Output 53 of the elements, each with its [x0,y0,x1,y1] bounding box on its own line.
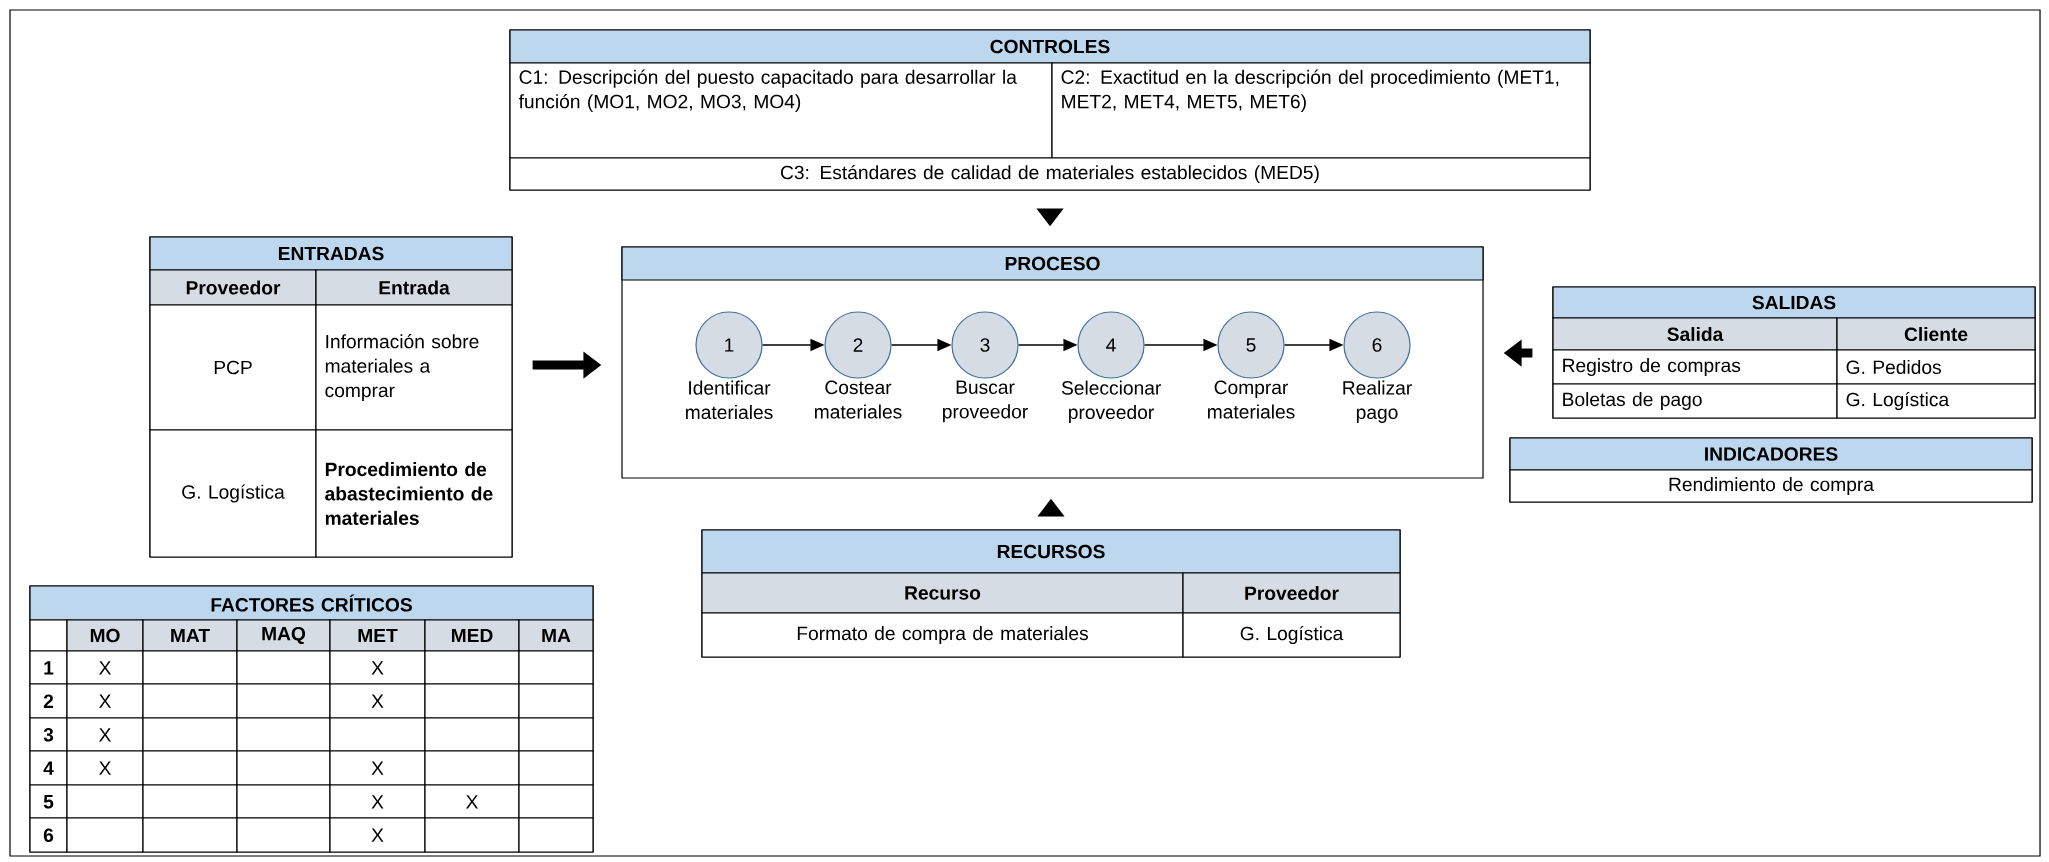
table-cell: X [424,784,520,819]
table-cell: RECURSOS [701,529,1401,574]
table-cell: 6 [29,817,68,853]
step-label: Seleccionar proveedor [1061,380,1161,423]
table-cell: 4 [29,750,68,786]
table-cell: SALIDAS [1552,286,2036,319]
table-cell: PROCESO [621,246,1484,281]
table-cell: Salida [1552,317,1838,351]
table-cell: MED [424,619,520,652]
table-cell: MAT [142,619,238,652]
table-cell: X [329,750,426,786]
table-cell: Registro de compras [1552,349,1838,385]
table-cell: X [329,784,426,819]
table-cell: G. Logística [1836,383,2036,419]
table-cell: 2 [29,683,68,719]
table-cell: X [329,817,426,853]
table-cell: INDICADORES [1509,437,2033,471]
table-cell: G. Logística [149,429,317,558]
table-cell: Cliente [1836,317,2036,351]
step-label: Comprar materiales [1208,380,1295,419]
table-cell: FACTORES CRÍTICOS [29,585,594,621]
process-box [621,246,1484,479]
table-cell: MA [518,619,594,652]
table-cell: G. Logística [1182,612,1401,658]
table-cell: Procedimiento de abastecimiento de materiales [315,429,513,558]
table-cell: MAQ [236,619,331,652]
step-label: Realizar pago [1343,380,1412,423]
table-cell: X [329,683,426,719]
indicators-table [1509,437,2033,503]
table-cell: Proveedor [1182,572,1401,614]
table-cell: X [329,650,426,685]
controls-table [509,29,1591,191]
table-cell: Boletas de pago [1552,383,1838,419]
inputs-table [149,236,513,558]
step-label: Buscar proveedor [943,380,1028,423]
table-cell: ENTRADAS [149,236,513,271]
table-cell: C2: Exactitud en la descripción del procedimiento (MET1, MET2, MET4, MET5, MET6) [1051,62,1591,159]
table-cell: PCP [149,304,317,431]
table-cell: C1: Descripción del puesto capacitado para desarrollar la función (MO1, MO2, MO3, MO4) [509,62,1053,159]
table-cell: Rendimiento de compra [1509,469,2033,503]
table-cell: MO [66,619,144,652]
table-cell: Proveedor [149,269,317,306]
table-cell: C3: Estándares de calidad de materiales establecidos (MED5) [509,157,1591,191]
critical-factors-table [29,585,594,853]
step-label: Costear materiales [815,380,902,419]
table-cell: Entrada [315,269,513,306]
table-cell: MET [329,619,426,652]
table-cell: G. Pedidos [1836,349,2036,385]
table-cell: Información sobre materiales a comprar [315,304,513,431]
table-cell: CONTROLES [509,29,1591,64]
outputs-table [1552,286,2036,419]
resources-table [701,529,1401,658]
step-label: Identificar materiales [686,380,773,420]
